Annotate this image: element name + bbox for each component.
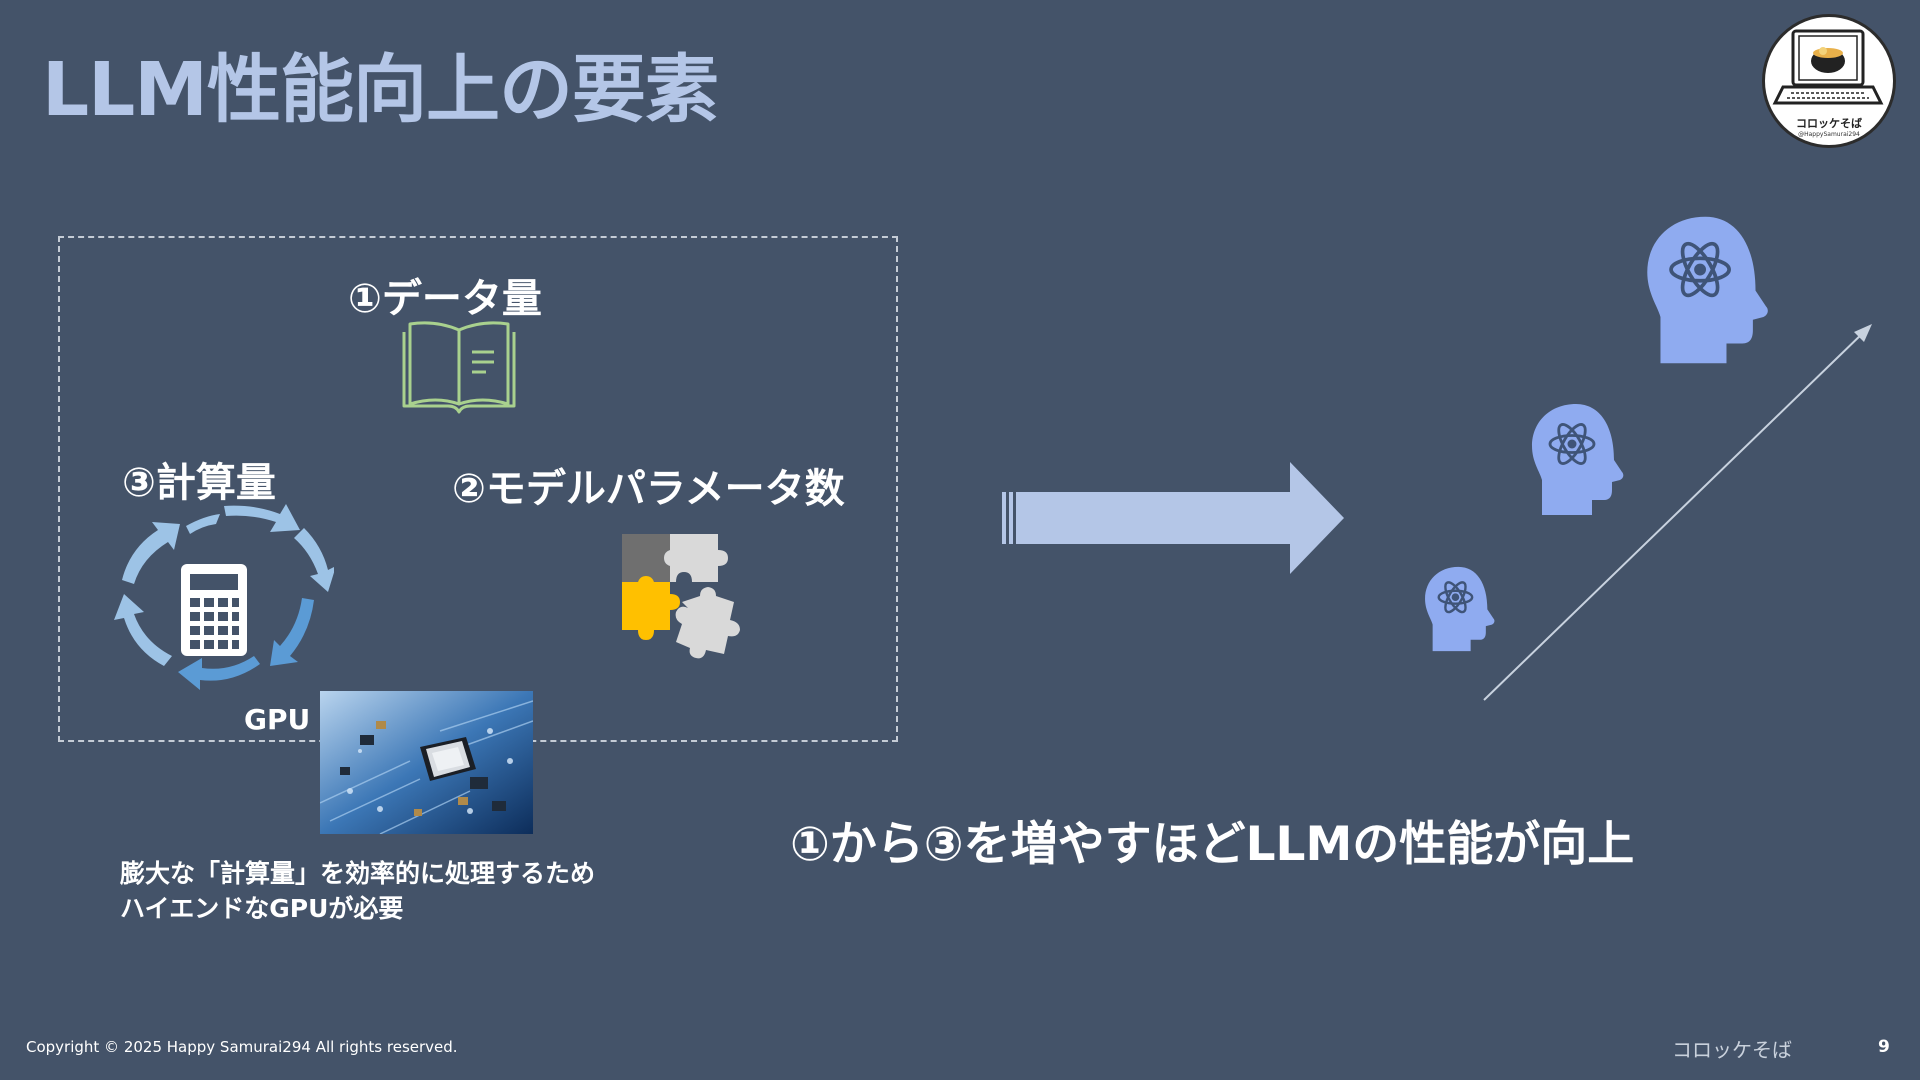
slide-title: LLM性能向上の要素 bbox=[42, 30, 718, 137]
gpu-note: 膨大な「計算量」を効率的に処理するため ハイエンドなGPUが必要 bbox=[120, 856, 595, 926]
calculator-cycle-icon bbox=[104, 500, 334, 690]
logo-text: コロッケそば bbox=[1765, 115, 1893, 131]
gpu-chip-image bbox=[320, 691, 533, 834]
arrow-right-icon bbox=[1002, 462, 1346, 574]
puzzle-icon bbox=[620, 532, 756, 672]
ai-head-icon bbox=[1642, 214, 1774, 366]
page-number: 9 bbox=[1878, 1037, 1890, 1057]
open-book-icon bbox=[396, 318, 522, 416]
footer-brand: コロッケそば bbox=[1672, 1034, 1792, 1063]
logo-handle: @HappySamurai294 bbox=[1765, 131, 1893, 138]
footer-copyright: Copyright © 2025 Happy Samurai294 All ri… bbox=[26, 1038, 458, 1056]
gpu-note-line-2: ハイエンドなGPUが必要 bbox=[120, 891, 595, 926]
item-data-label: ①データ量 bbox=[348, 266, 542, 324]
item-params-label: ②モデルパラメータ数 bbox=[452, 456, 845, 514]
ai-head-icon bbox=[1422, 565, 1498, 653]
gpu-note-line-1: 膨大な「計算量」を効率的に処理するため bbox=[120, 856, 595, 891]
logo: コロッケそば @HappySamurai294 bbox=[1762, 14, 1896, 148]
gpu-label: GPU bbox=[244, 703, 310, 736]
ai-head-icon bbox=[1528, 402, 1628, 517]
conclusion-text: ①から③を増やすほどLLMの性能が向上 bbox=[790, 805, 1634, 874]
